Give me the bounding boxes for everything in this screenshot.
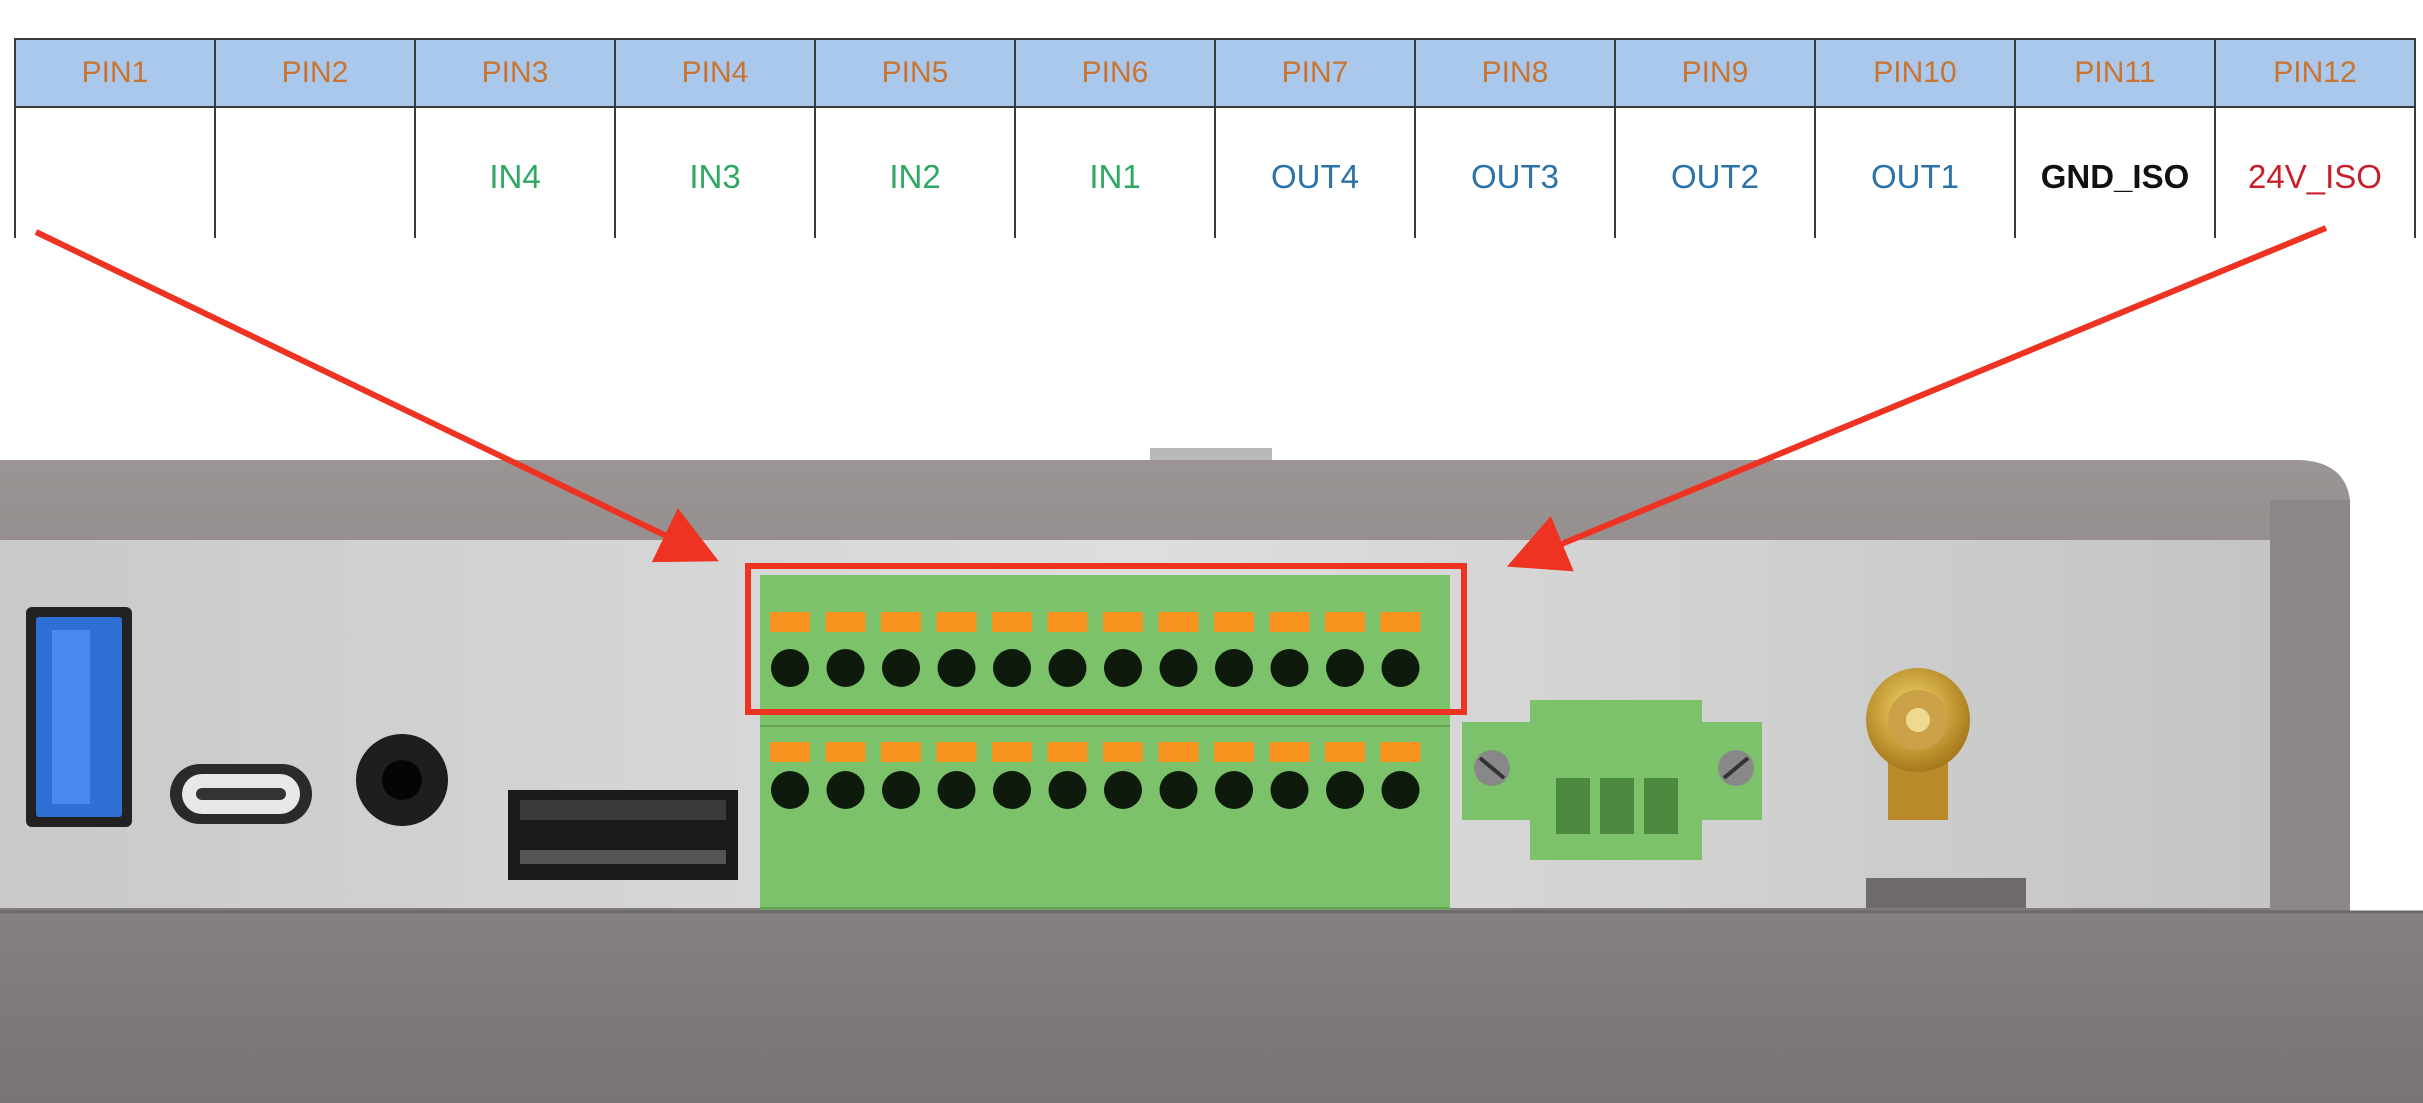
terminal-lever[interactable]: [936, 742, 977, 762]
terminal-wire-hole: [1215, 649, 1253, 687]
terminal-lever[interactable]: [881, 612, 921, 632]
terminal-wire-hole: [993, 771, 1031, 809]
pin-signal: OUT2: [1614, 107, 1815, 238]
sma-antenna-connector: [1866, 668, 2026, 908]
terminal-wire-hole: [1326, 649, 1364, 687]
pin-signal: OUT1: [1814, 107, 2015, 238]
terminal-wire-hole: [1381, 649, 1420, 687]
terminal-lever[interactable]: [1047, 612, 1088, 632]
pin-header: PIN12: [2214, 38, 2416, 108]
terminal-lever[interactable]: [936, 612, 977, 632]
terminal-wire-hole: [1048, 771, 1087, 809]
pin-header: PIN4: [614, 38, 815, 108]
terminal-lever[interactable]: [1325, 742, 1365, 762]
pin-header: PIN5: [814, 38, 1015, 108]
terminal-block-24pin: [760, 575, 1450, 910]
pin-signal: IN4: [414, 107, 615, 238]
pin-signal: IN3: [614, 107, 815, 238]
pin-header: PIN8: [1414, 38, 1615, 108]
terminal-wire-hole: [1270, 649, 1309, 687]
pin-header: PIN6: [1014, 38, 1215, 108]
pin-signal: GND_ISO: [2014, 107, 2215, 238]
terminal-lever[interactable]: [1325, 612, 1365, 632]
pin-header: PIN10: [1814, 38, 2015, 108]
terminal-lever[interactable]: [1103, 612, 1143, 632]
terminal-wire-hole: [1381, 771, 1420, 809]
pin-header: PIN9: [1614, 38, 1815, 108]
power-connector-3pin: [1462, 700, 1762, 860]
pin-header: PIN7: [1214, 38, 1415, 108]
terminal-wire-hole: [882, 649, 920, 687]
terminal-wire-hole: [826, 771, 865, 809]
terminal-lever[interactable]: [1269, 612, 1310, 632]
pin-header: PIN1: [14, 38, 215, 108]
terminal-wire-hole: [882, 771, 920, 809]
usb-a-port: [26, 607, 132, 827]
terminal-lever[interactable]: [992, 612, 1032, 632]
pin-signal: 24V_ISO: [2214, 107, 2416, 238]
terminal-lever[interactable]: [1269, 742, 1310, 762]
terminal-lever[interactable]: [1047, 742, 1088, 762]
pin-signal-row: IN4 IN3 IN2 IN1 OUT4 OUT3 OUT2 OUT1 GND_…: [14, 107, 2416, 238]
terminal-lever[interactable]: [1214, 742, 1254, 762]
terminal-wire-hole: [937, 649, 976, 687]
pin-header: PIN3: [414, 38, 615, 108]
terminal-lever[interactable]: [1380, 742, 1421, 762]
pin-signal: IN1: [1014, 107, 1215, 238]
terminal-wire-hole: [937, 771, 976, 809]
pin-header: PIN2: [214, 38, 415, 108]
terminal-lever[interactable]: [770, 612, 810, 632]
pin-table: PIN1 PIN2 PIN3 PIN4 PIN5 PIN6 PIN7 PIN8 …: [14, 38, 2416, 238]
terminal-lever[interactable]: [825, 742, 866, 762]
terminal-lever[interactable]: [992, 742, 1032, 762]
terminal-wire-hole: [1215, 771, 1253, 809]
pin-signal: OUT4: [1214, 107, 1415, 238]
pin-header-row: PIN1 PIN2 PIN3 PIN4 PIN5 PIN6 PIN7 PIN8 …: [14, 38, 2416, 108]
terminal-wire-hole: [826, 649, 865, 687]
terminal-lever[interactable]: [1380, 612, 1421, 632]
terminal-wire-hole: [993, 649, 1031, 687]
pin-signal: [14, 107, 215, 238]
terminal-lever[interactable]: [1103, 742, 1143, 762]
pin-signal: OUT3: [1414, 107, 1615, 238]
terminal-lever[interactable]: [1214, 612, 1254, 632]
terminal-lever[interactable]: [825, 612, 866, 632]
pin-signal: IN2: [814, 107, 1015, 238]
terminal-lever[interactable]: [1158, 612, 1199, 632]
terminal-lever[interactable]: [1158, 742, 1199, 762]
terminal-lever[interactable]: [881, 742, 921, 762]
terminal-wire-hole: [1104, 771, 1142, 809]
terminal-wire-hole: [771, 649, 809, 687]
case-bottom: [0, 912, 2423, 1103]
terminal-wire-hole: [1104, 649, 1142, 687]
usb-c-port: [170, 764, 312, 824]
terminal-wire-hole: [771, 771, 809, 809]
terminal-lever[interactable]: [770, 742, 810, 762]
sd-card-slot: [508, 790, 738, 880]
terminal-wire-hole: [1326, 771, 1364, 809]
audio-jack: [356, 734, 448, 826]
pin-header: PIN11: [2014, 38, 2215, 108]
terminal-wire-hole: [1270, 771, 1309, 809]
pin-signal: [214, 107, 415, 238]
terminal-wire-hole: [1159, 771, 1198, 809]
terminal-wire-hole: [1159, 649, 1198, 687]
terminal-wire-hole: [1048, 649, 1087, 687]
